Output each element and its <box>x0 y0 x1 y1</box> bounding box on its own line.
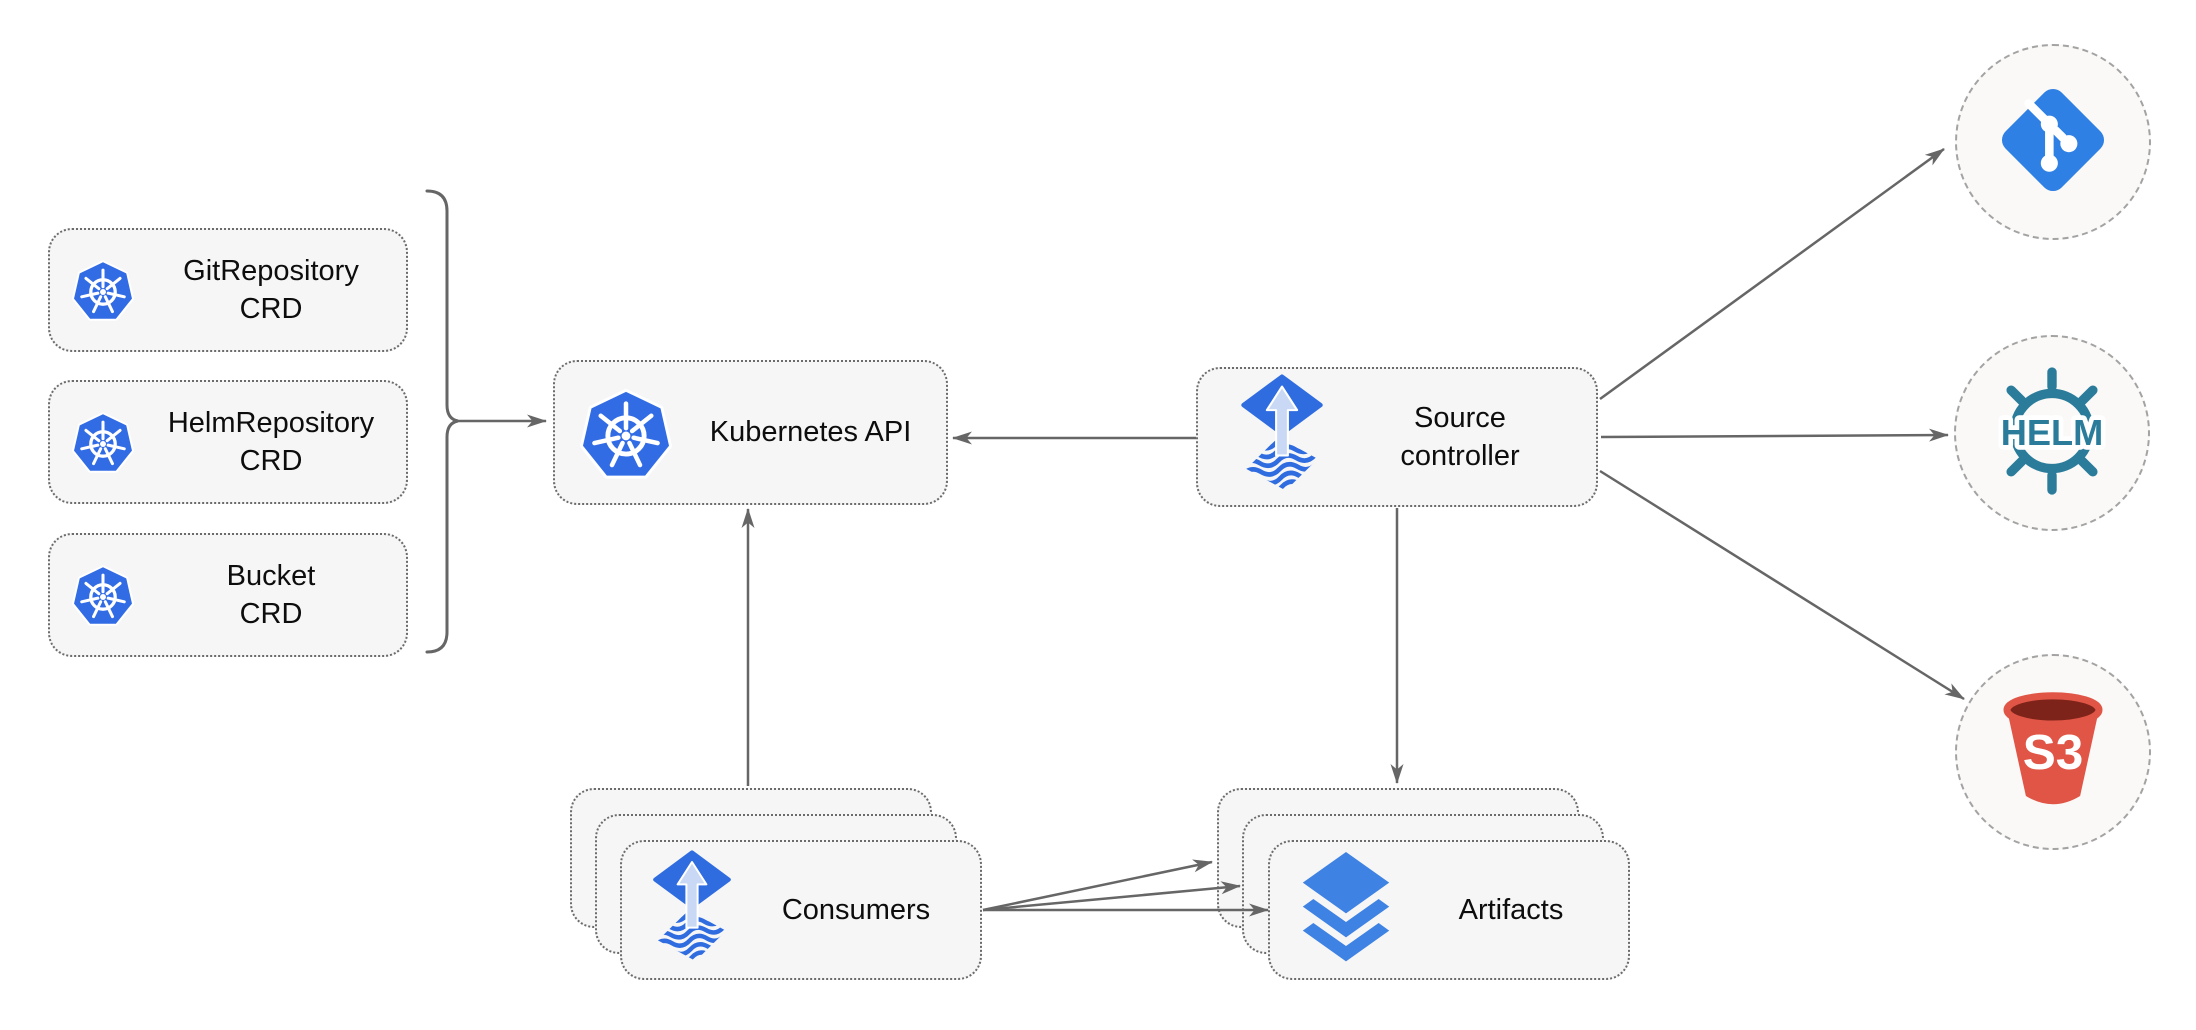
layers-icon <box>1298 850 1394 971</box>
s3-wordmark: S3 <box>2023 724 2084 779</box>
git-icon <box>1992 79 2114 206</box>
gitrepository-crd-label: GitRepository CRD <box>183 254 359 325</box>
kubernetes-icon <box>577 384 675 482</box>
git-source-node <box>1955 44 2151 240</box>
kubernetes-api-label: Kubernetes API <box>709 416 912 449</box>
kubernetes-icon <box>70 562 136 628</box>
edge-source-controller-to-s3 <box>1599 469 1965 701</box>
source-controller-label: Source controller <box>1400 401 1520 472</box>
artifacts-label: Artifacts <box>1458 893 1564 926</box>
source-controller-node: Source controller <box>1196 367 1598 507</box>
helmrepository-crd-label: HelmRepository CRD <box>167 406 375 477</box>
s3-bucket-icon: S3 <box>1994 684 2112 821</box>
flux-icon <box>652 850 732 970</box>
helm-wordmark: HELM <box>2001 411 2103 452</box>
helm-source-node: HELM <box>1954 335 2150 531</box>
helm-icon: HELM <box>1985 364 2119 503</box>
kubernetes-api-node: Kubernetes API <box>553 360 948 505</box>
helmrepository-crd-node: HelmRepository CRD <box>48 380 408 504</box>
consumers-node: Consumers <box>620 840 982 980</box>
edge-source-controller-to-helm <box>1600 428 1949 442</box>
s3-bucket-node: S3 <box>1955 654 2151 850</box>
gitrepository-crd-node: GitRepository CRD <box>48 228 408 352</box>
crd-group-brace <box>425 189 459 654</box>
edge-consumers-to-artifacts-back <box>982 859 1213 912</box>
kubernetes-icon <box>70 409 136 475</box>
kubernetes-icon <box>70 257 136 323</box>
bucket-crd-label: Bucket CRD <box>226 559 316 630</box>
flux-icon <box>1240 374 1324 500</box>
edge-consumers-to-artifacts-middle <box>982 881 1241 912</box>
consumers-label: Consumers <box>781 893 931 926</box>
bucket-crd-node: Bucket CRD <box>48 533 408 657</box>
artifacts-node: Artifacts <box>1268 840 1630 980</box>
edge-source-controller-to-git <box>1599 147 1945 401</box>
